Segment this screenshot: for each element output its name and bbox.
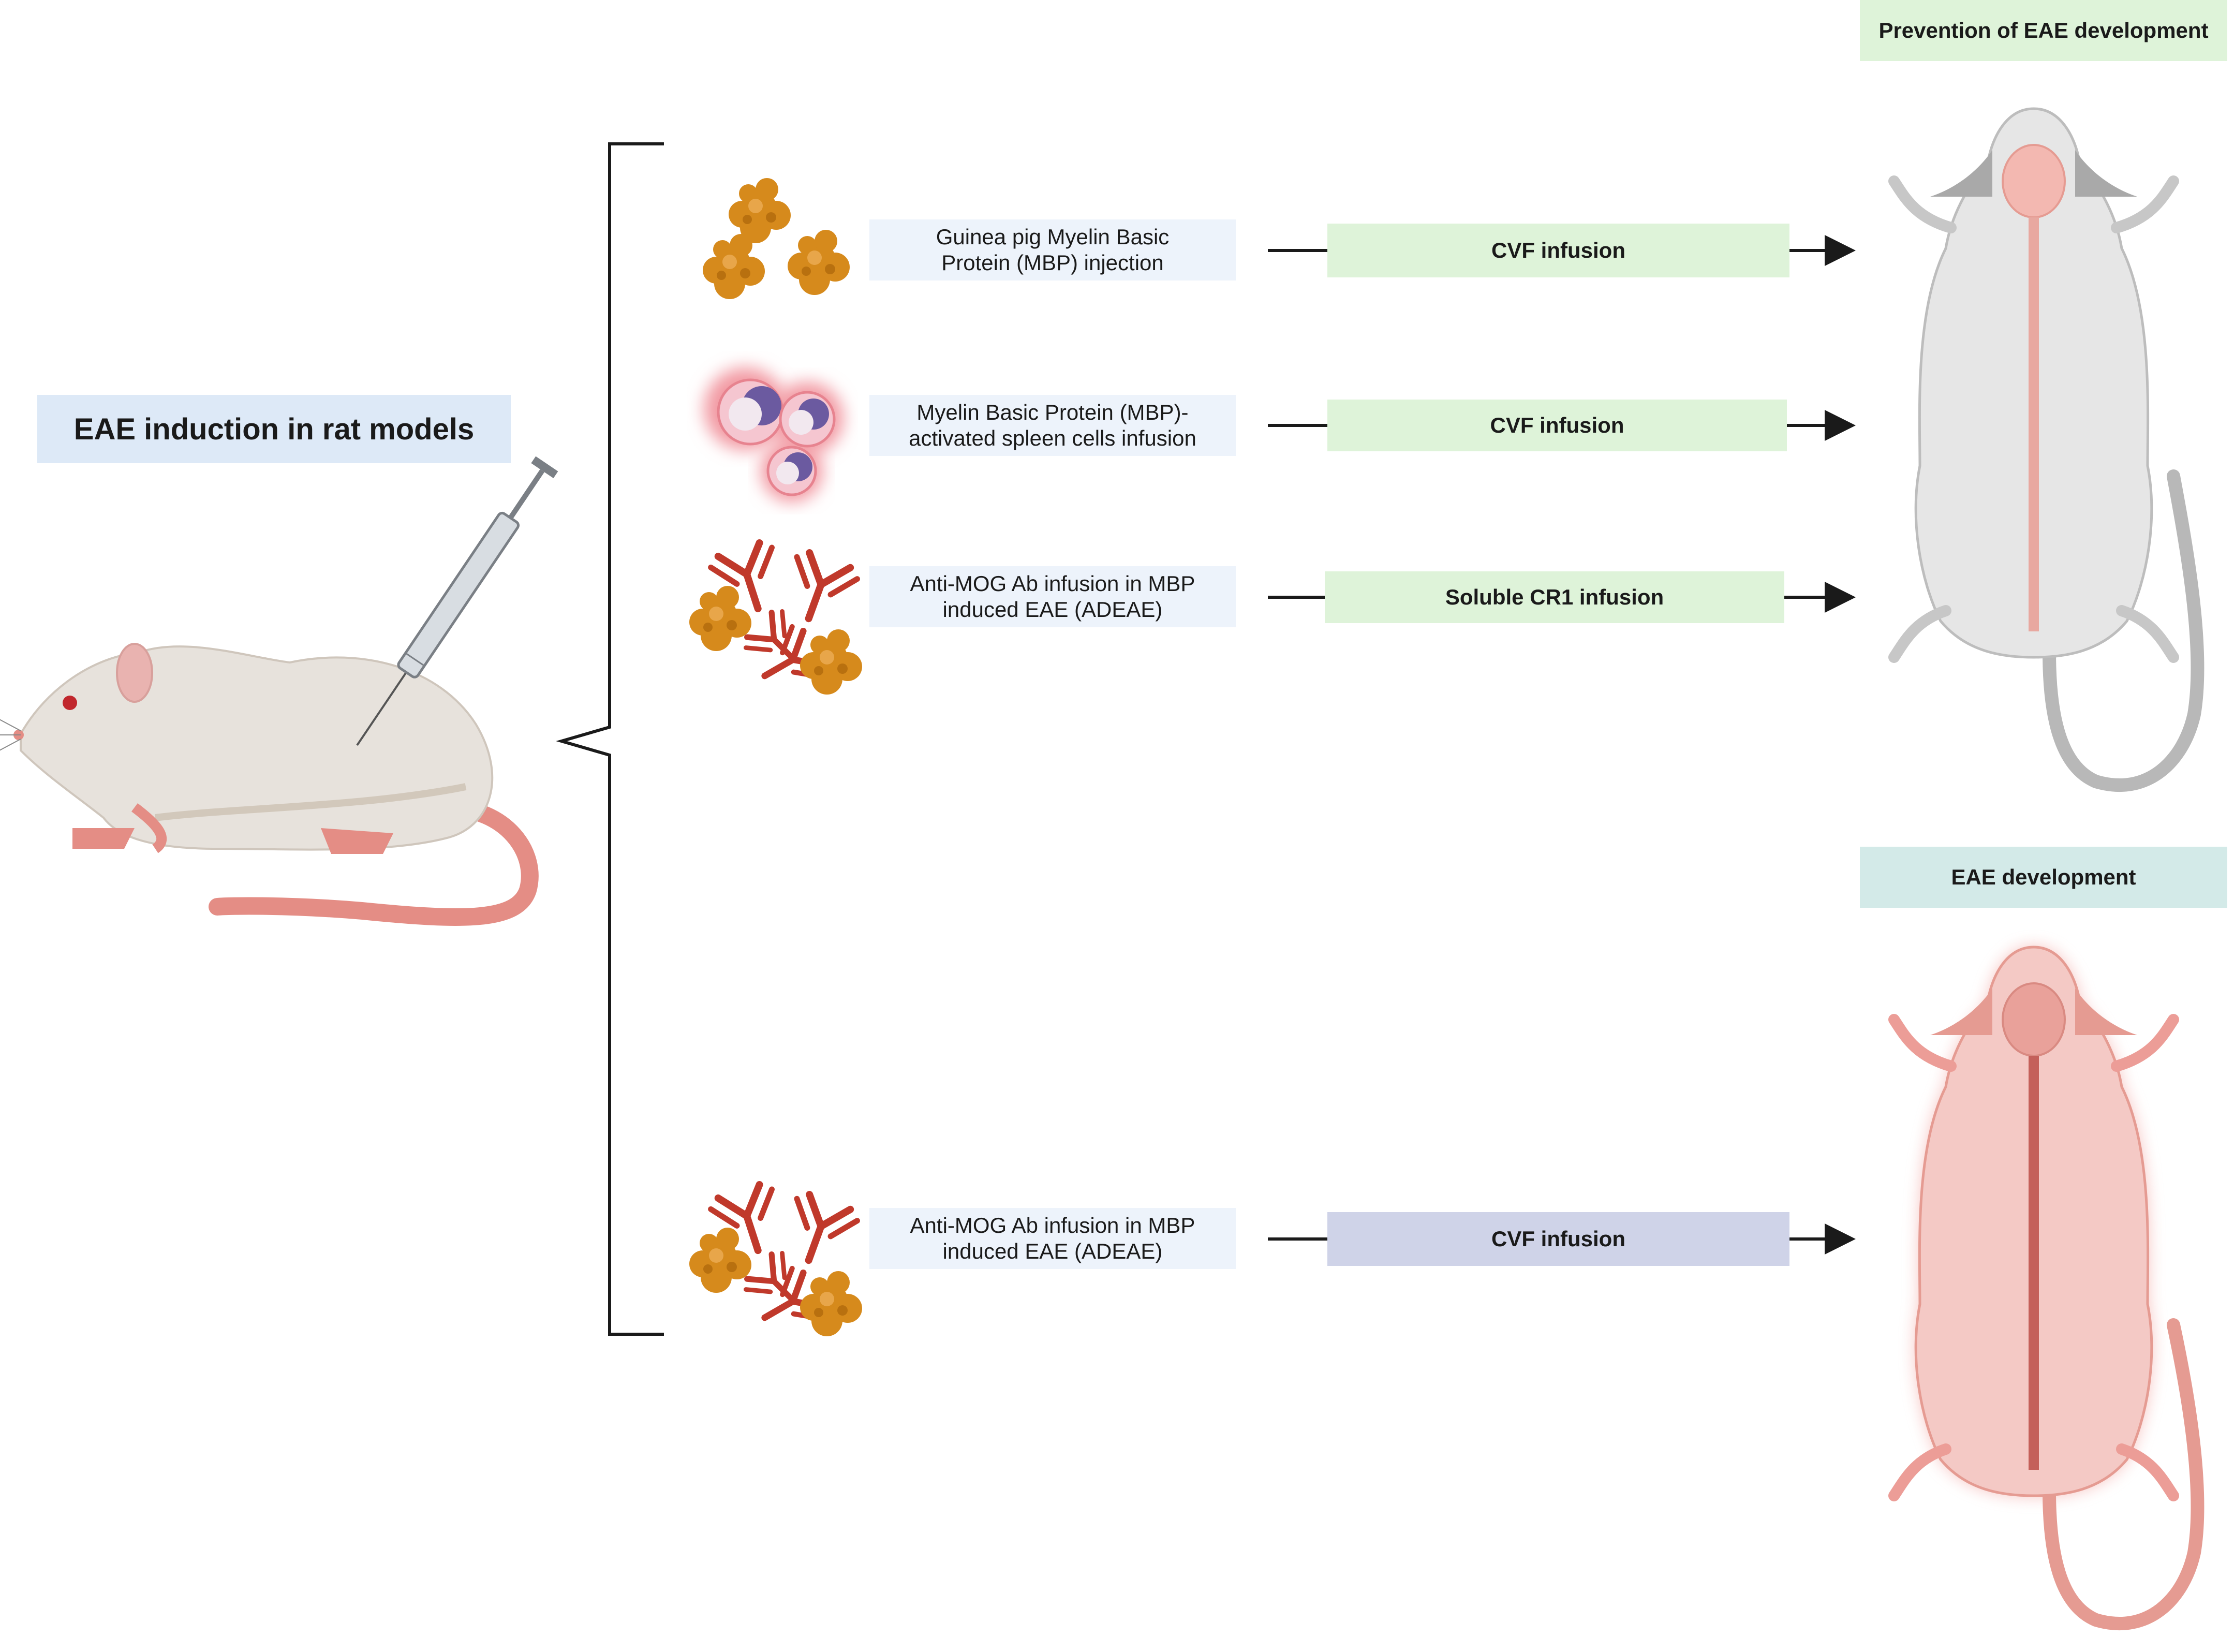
protocol-3-stimulus: Anti-MOG Ab infusion in MBP induced EAE … [869,566,1236,627]
healthy-rat-icon [1888,107,2205,792]
eae-rat-icon [1888,946,2205,1631]
protocol-1-stimulus-icon [703,178,850,299]
protocol-bracket [556,142,664,1336]
induction-title: EAE induction in rat models [37,395,511,463]
protocol-2-stimulus: Myelin Basic Protein (MBP)- activated sp… [869,395,1236,456]
outcome-development: EAE development [1860,847,2227,908]
protocol-4-stimulus-icon [689,1182,862,1343]
outcome-prevention: Prevention of EAE development [1860,0,2227,61]
protocol-1-stimulus: Guinea pig Myelin Basic Protein (MBP) in… [869,219,1236,281]
protocol-3-stimulus-icon [689,540,862,701]
protocol-1-treatment: CVF infusion [1327,224,1789,277]
protocol-2-stimulus-icon [704,367,844,502]
protocol-2-treatment: CVF infusion [1327,400,1787,451]
protocol-3-treatment: Soluble CR1 infusion [1325,571,1784,623]
protocol-4-stimulus: Anti-MOG Ab infusion in MBP induced EAE … [869,1208,1236,1269]
induction-rat-icon [0,456,558,926]
protocol-4-treatment: CVF infusion [1327,1212,1789,1266]
